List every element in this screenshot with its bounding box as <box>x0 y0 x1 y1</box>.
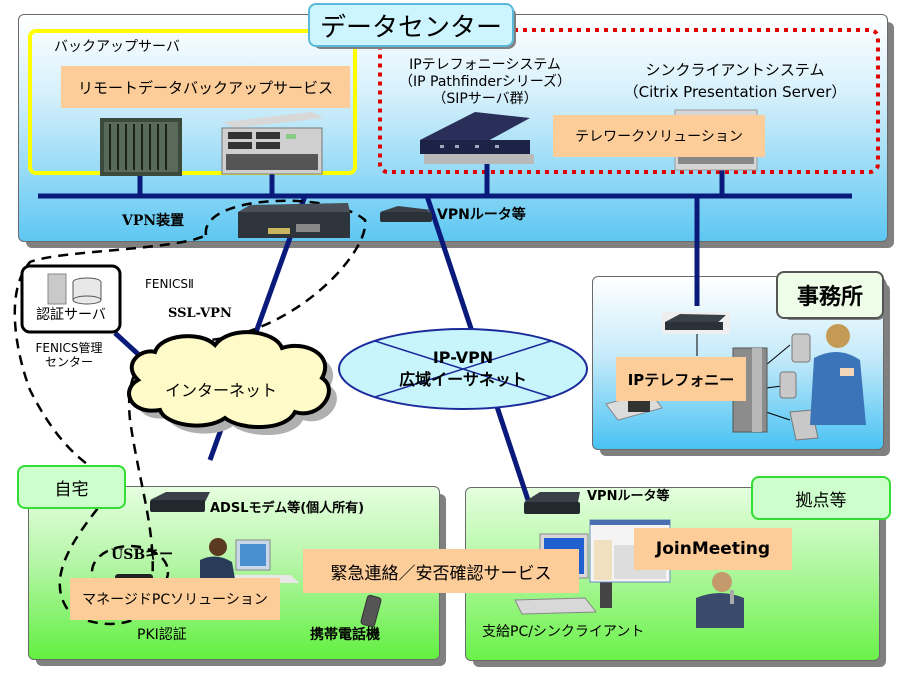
server-tower-icon <box>47 273 67 305</box>
adsl-modem-icon <box>150 492 210 512</box>
fenics-management-center-label: FENICS管理 センター <box>35 341 103 369</box>
thin-client-telephony-group-border <box>378 28 880 174</box>
adsl-modem-label: ADSLモデム等(個人所有) <box>210 501 365 516</box>
base-label: 拠点等 <box>751 476 891 520</box>
office-worker-icon <box>810 324 866 425</box>
ssl-vpn-label: SSL-VPN <box>168 306 232 321</box>
businessman-phone-icon <box>696 572 744 628</box>
wan-label: IP-VPN 広域イーサネット <box>399 348 527 389</box>
fenics-network-label: FENICSⅡ <box>145 277 194 291</box>
vpn-appliance-icon <box>238 203 350 238</box>
ip-phone-2-icon <box>779 371 797 399</box>
internet-label: インターネット <box>165 381 278 400</box>
base-vpn-router-label: VPNルータ等 <box>587 489 670 504</box>
emergency-contact-service-box: 緊急連絡／安否確認サービス <box>303 549 579 593</box>
datacenter-title: データセンター <box>308 3 514 47</box>
telework-solution-box: テレワークソリューション <box>553 115 765 157</box>
home-label: 自宅 <box>17 465 126 509</box>
mobile-phone-icon <box>360 594 382 628</box>
blade-server-icon <box>100 118 182 176</box>
internet-cloud <box>127 330 337 436</box>
usb-key-label: USBキー <box>111 547 174 563</box>
ip-telephony-system-label: IPテレフォニーシステム （IP Pathfinderシリーズ） （SIPサーバ… <box>398 57 572 107</box>
sip-server-appliance-icon <box>420 112 534 164</box>
office-router-icon <box>662 312 730 334</box>
join-meeting-box: JoinMeeting <box>634 528 792 570</box>
vpn-router-label: VPNルータ等 <box>437 207 526 223</box>
ip-phone-1-icon <box>791 333 811 363</box>
office-label: 事務所 <box>776 271 884 319</box>
pki-auth-label: PKI認証 <box>137 627 187 643</box>
managed-pc-solution-box: マネージドPCソリューション <box>70 578 280 620</box>
vpn-device-label: VPN装置 <box>122 213 185 229</box>
mobile-phone-label: 携帯電話機 <box>310 627 380 643</box>
base-vpn-router-icon <box>524 492 580 514</box>
auth-server-label: 認証サーバ <box>36 307 106 323</box>
ip-telephony-service-box: IPテレフォニー <box>616 357 746 401</box>
rack-server-icon <box>221 112 324 175</box>
backup-server-label: バックアップサーバ <box>54 39 180 55</box>
vpn-router-icon <box>380 206 432 222</box>
remote-backup-service-box: リモートデータバックアップサービス <box>61 66 350 108</box>
thin-client-system-label: シンクライアントシステム （Citrix Presentation Server… <box>623 61 847 101</box>
usb-key-dashed-loop <box>90 544 170 600</box>
backup-group-border <box>28 29 357 175</box>
home-user-pc-icon <box>200 538 300 585</box>
supplied-pc-thin-client-label: 支給PC/シンクライアント <box>482 624 645 640</box>
